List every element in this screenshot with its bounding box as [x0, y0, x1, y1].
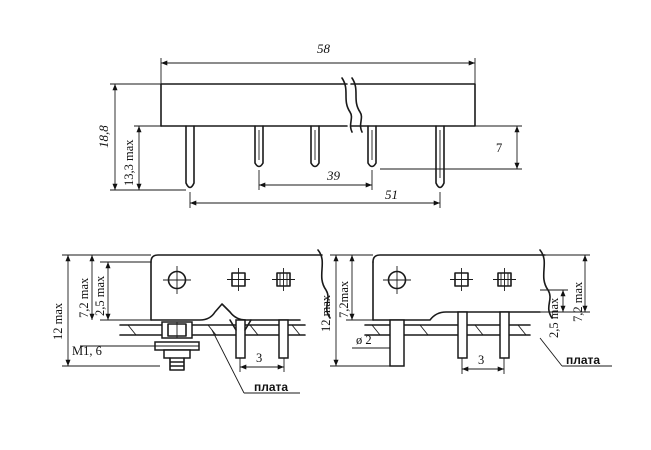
pin-4 — [367, 125, 377, 168]
left-pin-1 — [229, 319, 252, 359]
right-side-view: 12 max 7,2max ø 2 3 2,5 max 7,2 max плат… — [319, 249, 612, 374]
right-pin-1 — [457, 311, 468, 359]
left-board-label: плата — [254, 380, 288, 394]
pin-1 — [185, 125, 195, 189]
pin-2 — [254, 125, 264, 168]
left-body — [150, 249, 331, 321]
dim-overall-length: 58 — [160, 41, 476, 84]
left-pitch-label: 3 — [256, 351, 262, 365]
right-body — [372, 249, 553, 321]
right-pin-round — [389, 319, 405, 367]
left-dim-2-5max: 2,5 max — [93, 275, 107, 316]
dim-39-label: 39 — [326, 168, 341, 183]
screw — [154, 321, 200, 371]
right-dim-12max: 12 max — [319, 294, 333, 332]
right-dim-2-5max: 2,5 max — [547, 297, 561, 338]
dim-inner-span: 39 — [258, 168, 373, 190]
dim-18-8-label: 18,8 — [96, 125, 111, 148]
left-dim-12max: 12 max — [51, 302, 65, 340]
left-dim-7-2max: 7,2 max — [77, 277, 91, 318]
dim-58-label: 58 — [317, 41, 331, 56]
dim-pin-height: 13,3 max — [122, 125, 161, 190]
right-pitch-label: 3 — [478, 353, 484, 367]
left-side-view: 12 max 7,2 max 2,5 max M1, 6 3 плата — [51, 249, 331, 394]
right-dim-7-2max: 7,2max — [337, 280, 351, 318]
pin-5 — [435, 125, 445, 189]
dim-pin-depth: 7 — [380, 125, 522, 170]
left-pin-2 — [278, 319, 289, 359]
right-diameter-label: ø 2 — [356, 333, 372, 347]
dim-13-3-label: 13,3 max — [122, 139, 136, 186]
right-pin-2 — [499, 311, 510, 359]
dim-outer-span: 51 — [189, 187, 441, 208]
dim-7-label: 7 — [496, 141, 502, 155]
pin-3 — [310, 125, 320, 168]
right-board-label: плата — [566, 353, 600, 367]
left-thread-label: M1, 6 — [72, 344, 102, 358]
dim-51-label: 51 — [385, 187, 398, 202]
connector-body — [160, 77, 476, 133]
right-dim-side-7-2max: 7,2 max — [571, 281, 585, 322]
dim-height: 18,8 — [96, 83, 186, 191]
top-view: 58 18,8 13,3 max 7 39 — [96, 41, 522, 208]
left-board — [119, 324, 306, 336]
